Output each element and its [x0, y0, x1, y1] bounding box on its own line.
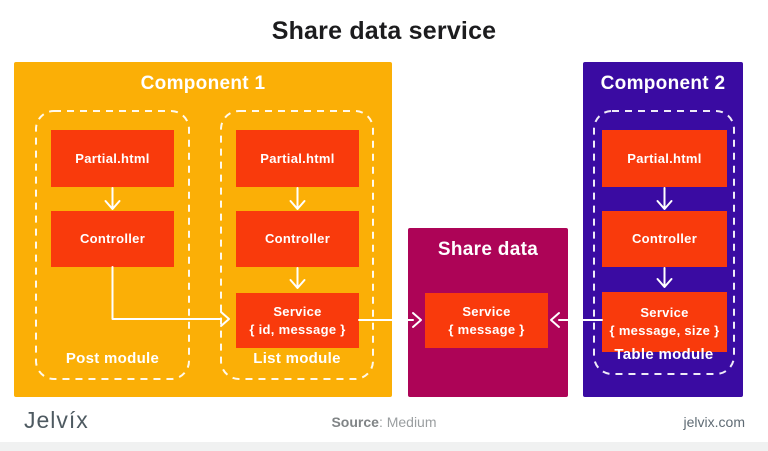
- page-title: Share data service: [271, 17, 497, 45]
- share-data-panel: Share data Service { message }: [408, 228, 568, 397]
- share-service-label: Service: [462, 303, 511, 319]
- table-partial-label: Partial.html: [627, 150, 702, 166]
- list-service-label: Service: [273, 303, 322, 319]
- list-module-label: List module: [253, 350, 341, 367]
- post-partial-node: Partial.html: [51, 130, 174, 187]
- component1-title: Component 1: [140, 73, 266, 94]
- post-module: Partial.html Controller Post module: [35, 110, 190, 380]
- table-partial-node: Partial.html: [602, 130, 727, 187]
- component2-title: Component 2: [600, 73, 726, 94]
- jelvix-logo: Jelvíx: [24, 407, 89, 433]
- post-controller-label: Controller: [79, 231, 146, 247]
- post-module-dashed-outline: [35, 110, 190, 380]
- list-service-node: Service { id, message }: [236, 293, 359, 348]
- list-module-dashed-outline: [220, 110, 374, 380]
- component2-panel: Component 2 Partial.html Controller Serv…: [583, 62, 743, 397]
- list-controller-label: Controller: [264, 231, 331, 247]
- list-partial-label: Partial.html: [260, 150, 335, 166]
- table-controller-node: Controller: [602, 211, 727, 267]
- post-module-label: Post module: [65, 350, 160, 367]
- list-service-params: { id, message }: [249, 321, 346, 337]
- list-controller-node: Controller: [236, 211, 359, 267]
- table-module: Partial.html Controller Service { messag…: [593, 110, 735, 375]
- table-service-node: Service { message, size }: [602, 292, 727, 352]
- list-module: Partial.html Controller Service { id, me…: [220, 110, 374, 380]
- source-text: Source: Medium: [0, 414, 768, 430]
- table-module-label: Table module: [614, 346, 714, 363]
- table-service-label: Service: [640, 305, 689, 321]
- table-service-params: { message, size }: [609, 323, 720, 338]
- source-label: Source: [331, 414, 379, 430]
- post-controller-node: Controller: [51, 211, 174, 267]
- bottom-strip: [0, 442, 768, 451]
- share-data-title: Share data: [437, 239, 539, 260]
- table-controller-label: Controller: [631, 231, 698, 247]
- website-text: jelvix.com: [683, 414, 745, 430]
- component1-panel: Component 1 Partial.html Controller Post…: [14, 62, 392, 397]
- source-value: : Medium: [378, 414, 437, 430]
- table-module-dashed-outline: [593, 110, 735, 375]
- share-service-params: { message }: [448, 321, 525, 337]
- post-partial-label: Partial.html: [75, 150, 150, 166]
- list-partial-node: Partial.html: [236, 130, 359, 187]
- share-service-node: Service { message }: [425, 293, 548, 348]
